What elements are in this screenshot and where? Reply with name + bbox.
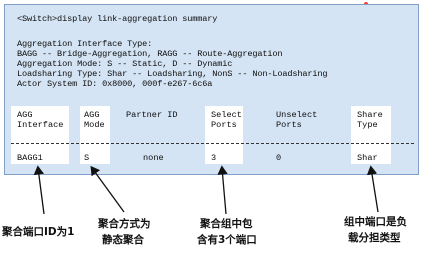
header-agg-mode-line1: AGG — [84, 110, 100, 120]
info-line-actor-system-id: Actor System ID: 0x8000, 000f-e267-6c6a — [17, 79, 213, 89]
row-interface-value: BAGG1 — [17, 153, 43, 163]
header-agg-mode-line2: Mode — [84, 120, 105, 130]
table-separator — [11, 143, 414, 144]
annotation-ports-line2: 含有3个端口 — [197, 234, 257, 246]
header-select-ports-line1: Select — [211, 110, 242, 120]
row-share-value: Shar — [357, 153, 378, 163]
annotation-mode-line2: 静态聚合 — [102, 234, 144, 246]
info-line-aggregation-mode: Aggregation Mode: S -- Static, D -- Dyna… — [17, 59, 233, 69]
annotation-ports-line1: 聚合组中包 — [200, 218, 253, 230]
highlight-share-type-column — [351, 106, 391, 164]
highlight-agg-mode-column — [80, 106, 110, 164]
header-share-type-line1: Share — [357, 110, 383, 120]
annotation-share-line1: 组中端口是负 — [344, 216, 407, 228]
arrow-mode — [90, 165, 125, 213]
info-line-interface-type: Aggregation Interface Type: — [17, 39, 153, 49]
arrow-share-type — [366, 165, 379, 213]
terminal-panel: <Switch>display link-aggregation summary… — [4, 4, 419, 175]
header-unselect-ports-line1: Unselect — [276, 110, 318, 120]
row-mode-value: S — [84, 153, 90, 163]
info-line-bagg-ragg: BAGG -- Bridge-Aggregation, RAGG -- Rout… — [17, 49, 283, 59]
highlight-agg-interface-column — [11, 106, 69, 164]
highlight-select-ports-column — [205, 106, 243, 164]
row-select-value: 3 — [211, 153, 217, 163]
info-line-loadsharing-type: Loadsharing Type: Shar -- Loadsharing, N… — [17, 69, 328, 79]
arrow-select-ports — [217, 165, 228, 215]
annotation-share-line2: 载分担类型 — [348, 232, 401, 244]
row-partner-value: none — [143, 153, 164, 163]
header-unselect-ports-line2: Ports — [276, 120, 302, 130]
header-agg-interface-line1: AGG — [17, 110, 33, 120]
row-unselect-value: 0 — [276, 153, 282, 163]
header-select-ports-line2: Ports — [211, 120, 237, 130]
annotation-interface-id: 聚合端口ID为1 — [2, 226, 75, 238]
command-line: <Switch>display link-aggregation summary — [17, 14, 218, 24]
header-share-type-line2: Type — [357, 120, 378, 130]
header-partner-id: Partner ID — [126, 110, 178, 120]
annotation-mode-line1: 聚合方式为 — [98, 218, 151, 230]
header-agg-interface-line2: Interface — [17, 120, 64, 130]
arrow-interface-id — [33, 165, 45, 215]
